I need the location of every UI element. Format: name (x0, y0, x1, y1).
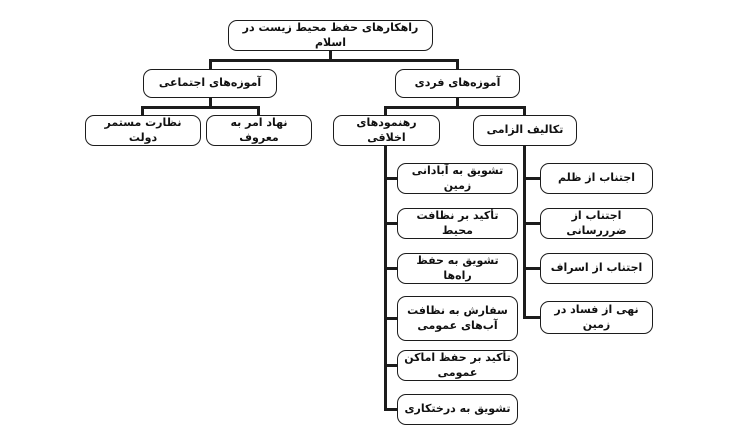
connector-ethical-stub-4 (384, 317, 397, 320)
node-avoid-wastefulness: اجتناب از اسراف (540, 253, 653, 284)
node-advice-public-water-cleanliness: سفارش به نظافت آب‌های عمومی (397, 296, 518, 341)
connector-root-drop (329, 51, 332, 60)
connector-social-drop (209, 59, 212, 69)
connector-obligatory-spine (523, 146, 526, 319)
connector-individual-stem (456, 98, 459, 107)
node-individual-teachings: آموزه‌های فردی (395, 69, 520, 98)
connector-obligatory-stub-2 (523, 222, 540, 225)
node-emphasis-public-places-preservation: تأکید بر حفظ اماکن عمومی (397, 350, 518, 381)
connector-social-rail (141, 106, 260, 109)
connector-ethical-drop (384, 106, 387, 115)
connector-individual-drop (456, 59, 459, 69)
connector-ethical-stub-3 (384, 267, 397, 270)
node-prohibit-corruption-on-earth: نهی از فساد در زمین (540, 301, 653, 334)
node-emphasis-environment-cleanliness: تأکید بر نظافت محیط (397, 208, 518, 239)
connector-ethical-stub-2 (384, 222, 397, 225)
connector-oversight-drop (141, 106, 144, 115)
node-encourage-road-preservation: تشویق به حفظ راه‌ها (397, 253, 518, 284)
connector-individual-rail (384, 106, 526, 109)
connector-obligatory-stub-1 (523, 177, 540, 180)
node-social-teachings: آموزه‌های اجتماعی (143, 69, 277, 98)
node-encourage-tree-planting: تشویق به درختکاری (397, 394, 518, 425)
node-avoid-oppression: اجتناب از ظلم (540, 163, 653, 194)
node-avoid-harm: اجتناب از ضرررسانی (540, 208, 653, 239)
node-continuous-government-oversight: نظارت مستمر دولت (85, 115, 201, 146)
connector-institution-drop (257, 106, 260, 115)
connector-ethical-stub-1 (384, 177, 397, 180)
connector-obligatory-stub-4 (523, 316, 540, 319)
node-ethical-guidelines: رهنمودهای اخلاقی (333, 115, 440, 146)
connector-social-stem (209, 98, 212, 107)
node-encourage-land-development: تشویق به آبادانی زمین (397, 163, 518, 194)
node-root: راهکارهای حفظ محیط زیست در اسلام (228, 20, 433, 51)
connector-obligatory-stub-3 (523, 267, 540, 270)
connector-ethical-stub-6 (384, 408, 397, 411)
connector-ethical-spine (384, 146, 387, 411)
connector-obligatory-drop (523, 106, 526, 115)
connector-ethical-stub-5 (384, 364, 397, 367)
node-obligatory-duties: تکالیف الزامی (473, 115, 577, 146)
connector-root-rail (209, 59, 459, 62)
node-enjoining-good-institution: نهاد امر به معروف (206, 115, 312, 146)
